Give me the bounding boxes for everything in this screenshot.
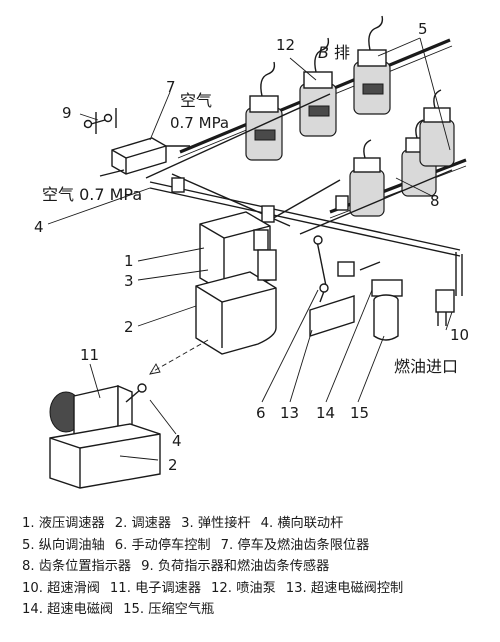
label-2b: 2 (168, 456, 178, 474)
row-b-label-text: 排 (334, 43, 350, 62)
legend-row: 1. 液压调速器 2. 调速器 3. 弹性接杆 4. 横向联动杆 (22, 513, 492, 535)
label-1: 1 (124, 252, 134, 270)
air-top-word: 空气 (180, 91, 212, 110)
linkage-shafts (145, 93, 463, 296)
legend-item: 13. 超速电磁阀控制 (285, 580, 404, 596)
callouts: 7 9 12 5 8 4 1 3 2 10 11 4 2 6 13 14 15 (34, 20, 469, 474)
label-13: 13 (280, 404, 299, 422)
label-15: 15 (350, 404, 369, 422)
label-10: 10 (450, 326, 469, 344)
injection-pump-row-b (177, 15, 453, 161)
legend-item: 10. 超速滑阀 (22, 580, 100, 596)
manual-stop-lever (313, 235, 355, 303)
label-9: 9 (62, 104, 72, 122)
legend-row: 8. 齿条位置指示器 9. 负荷指示器和燃油齿条传感器 (22, 556, 492, 578)
legend: 1. 液压调速器 2. 调速器 3. 弹性接杆 4. 横向联动杆 5. 纵向调油轴 6.… (22, 513, 492, 621)
label-4b: 4 (172, 432, 182, 450)
legend-item: 8. 齿条位置指示器 (22, 559, 132, 574)
label-3: 3 (124, 272, 134, 290)
label-2: 2 (124, 318, 134, 336)
legend-item: 12. 喷油泵 (211, 580, 276, 596)
legend-item: 2. 调速器 (114, 516, 172, 531)
overspeed-solenoid-control (309, 295, 355, 337)
legend-item: 3. 弹性接杆 (181, 516, 251, 531)
leader-lines (47, 37, 453, 461)
legend-item: 14. 超速电磁阀 (22, 602, 114, 617)
engine-governor-diagram: 7 9 12 5 8 4 1 3 2 10 11 4 2 6 13 14 15 … (34, 15, 469, 489)
legend-item: 6. 手动停车控制 (114, 537, 211, 553)
label-5: 5 (418, 20, 428, 38)
legend-row: 5. 纵向调油轴 6. 手动停车控制 7. 停车及燃油齿条限位器 (22, 535, 492, 557)
legend-item: 15. 压缩空气瓶 (123, 602, 215, 617)
air-top-pressure: 0.7 MPa (170, 114, 229, 132)
fuel-inlet-label: 燃油进口 (394, 357, 458, 376)
legend-item: 9. 负荷指示器和燃油齿条传感器 (141, 559, 330, 574)
label-6: 6 (256, 404, 266, 422)
label-8: 8 (430, 192, 440, 210)
annotations: B 排 空气 0.7 MPa 空气 0.7 MPa 燃油进口 (42, 43, 458, 376)
injection-pump-row-a (329, 89, 467, 219)
governor-body (195, 249, 277, 355)
air-left-label: 空气 0.7 MPa (42, 185, 142, 204)
overspeed-solenoid (359, 261, 403, 297)
label-11: 11 (80, 346, 99, 364)
legend-item: 4. 横向联动杆 (260, 516, 344, 531)
overspeed-slide-valve (435, 289, 455, 326)
legend-item: 11. 电子调速器 (109, 580, 202, 596)
legend-row: 10. 超速滑阀 11. 电子调速器 12. 喷油泵 13. 超速电磁阀控制 (22, 578, 492, 600)
stop-fuel-rack-limiter (99, 137, 190, 177)
label-4: 4 (34, 218, 44, 236)
row-b-label-letter: B (318, 43, 329, 62)
legend-item: 1. 液压调速器 (22, 516, 105, 531)
legend-row: 14. 超速电磁阀 15. 压缩空气瓶 (22, 599, 492, 621)
legend-item: 5. 纵向调油轴 (22, 537, 105, 553)
label-14: 14 (316, 404, 335, 422)
load-indicator-sensor (83, 108, 117, 134)
signal-link (149, 339, 209, 375)
label-12: 12 (276, 36, 295, 54)
compressed-air-bottle (373, 294, 399, 341)
governor-base (49, 423, 161, 489)
label-7: 7 (166, 78, 176, 96)
legend-item: 7. 停车及燃油齿条限位器 (220, 537, 370, 553)
